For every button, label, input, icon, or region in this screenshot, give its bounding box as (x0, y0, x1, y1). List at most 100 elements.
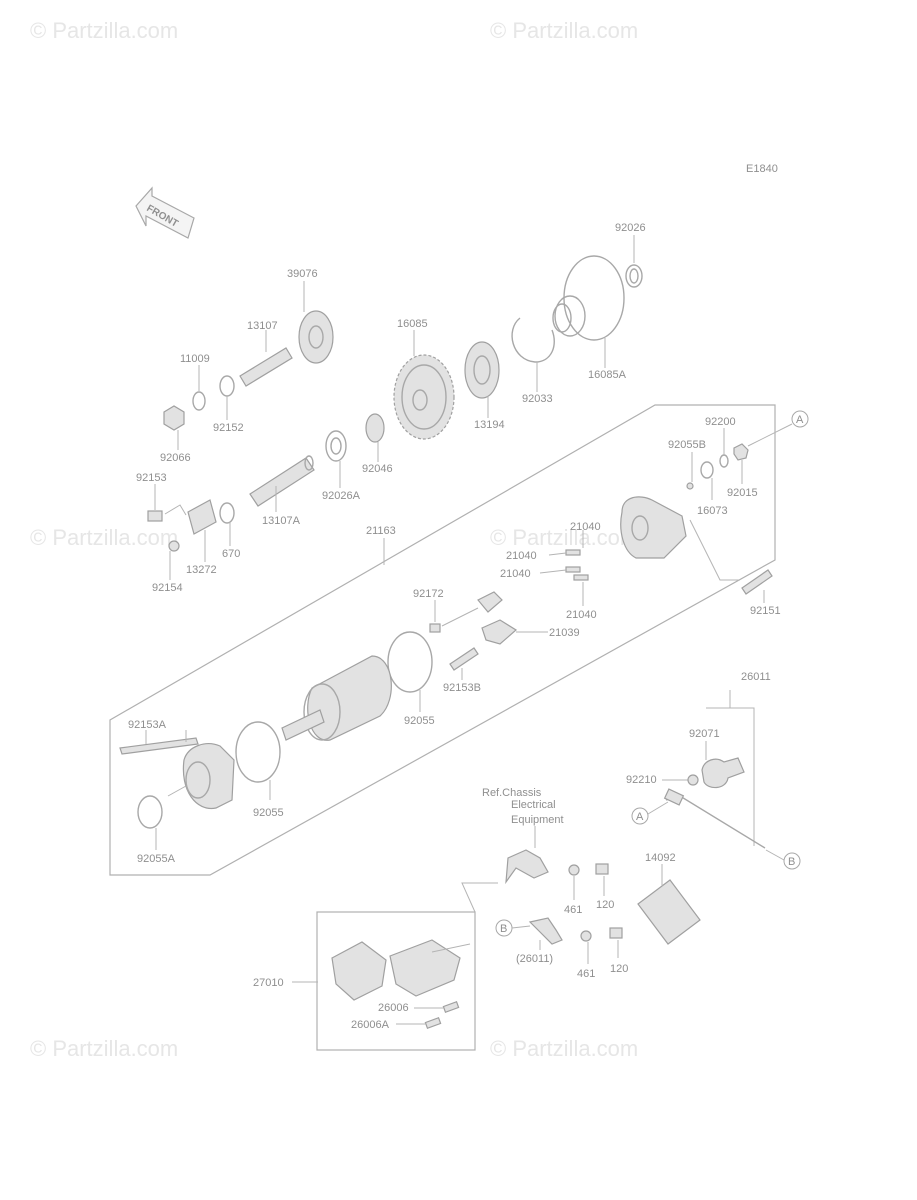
callout-a-label: A (636, 811, 644, 823)
part-label-92015: 92015 (727, 487, 758, 499)
plate-13272 (187, 499, 217, 535)
part-label-92172: 92172 (413, 588, 444, 600)
snap-ring-92033 (511, 317, 555, 363)
leader-line (548, 552, 567, 556)
part-label-120: 120 (596, 899, 614, 911)
part-label-13194: 13194 (474, 419, 505, 431)
callout-b-icon (783, 852, 801, 870)
leader-line (441, 607, 479, 627)
washer-92026A (325, 430, 347, 462)
part-label-13272: 13272 (186, 564, 217, 576)
gear-housing-bore (552, 303, 572, 333)
washer-461 (568, 864, 580, 876)
part-label-92055: 92055 (253, 807, 284, 819)
callout-b-label: B (788, 856, 795, 868)
ref-note-line: Ref.Chassis (482, 787, 542, 799)
leader-line (164, 504, 187, 516)
callout-a-label: A (796, 414, 804, 426)
leader-line (689, 519, 740, 581)
shaft-13107A-end (304, 455, 314, 471)
shaft-13107A (249, 457, 315, 507)
part-label-92153B: 92153B (443, 682, 481, 694)
leader-line (461, 882, 498, 913)
part-label-92055: 92055 (404, 715, 435, 727)
oring-92055B (686, 482, 694, 490)
gasket-11009 (192, 391, 206, 411)
brush-holder-21039 (477, 591, 518, 645)
part-label-670: 670 (222, 548, 240, 560)
gear-16085-web (401, 364, 447, 430)
part-label-92154: 92154 (152, 582, 183, 594)
leader-line (539, 569, 567, 574)
leader-line (765, 849, 785, 861)
bolt-120 (609, 927, 623, 939)
part-label-13107: 13107 (247, 320, 278, 332)
watermarks: © Partzilla.com © Partzilla.com © Partzi… (30, 18, 638, 1061)
part-label-21039: 21039 (549, 627, 580, 639)
oring-92055A (137, 795, 163, 829)
watermark: © Partzilla.com (490, 1036, 638, 1061)
diagram-code: E1840 (746, 163, 778, 175)
starter-relay-27010 (331, 939, 471, 1001)
fuse-26006A (424, 1017, 442, 1029)
callout-b-label: B (500, 923, 507, 935)
end-cover-boss (631, 515, 649, 541)
brush-21040 (565, 549, 581, 556)
end-cover (620, 496, 687, 559)
leader-line (747, 423, 793, 447)
clutch-bore (473, 355, 491, 385)
oring-92055 (387, 631, 433, 693)
bolt-92153A (119, 737, 199, 755)
armature-yoke (281, 655, 392, 741)
part-label-461: 461 (564, 904, 582, 916)
part-label-16085: 16085 (397, 318, 428, 330)
bolt-92154 (168, 540, 180, 552)
part-label-92200: 92200 (705, 416, 736, 428)
part-label-92026: 92026 (615, 222, 646, 234)
part-label-92055A: 92055A (137, 853, 176, 865)
part-label-461: 461 (577, 968, 595, 980)
nut-92210 (687, 774, 699, 786)
ref-note-line: Electrical (511, 799, 556, 811)
washer-92152 (219, 375, 235, 397)
watermark: © Partzilla.com (490, 525, 638, 550)
oring-670 (219, 502, 235, 524)
front-arrow-icon: FRONT (135, 186, 195, 239)
bolt-92153 (147, 510, 163, 522)
washer-92200 (719, 454, 729, 468)
washer-461 (580, 930, 592, 942)
fuse-26006 (442, 1001, 460, 1013)
brush-21040 (565, 566, 581, 573)
part-label-92071: 92071 (689, 728, 720, 740)
relay-group-frame (316, 911, 476, 1051)
seal-92026 (625, 264, 643, 288)
part-label-92153A: 92153A (128, 719, 167, 731)
part-label-26011: (26011) (516, 953, 553, 965)
seal-92026-inner (629, 268, 639, 284)
cable-terminal (663, 788, 685, 806)
gear-39076-hub (308, 325, 324, 349)
shaft-13107 (239, 347, 293, 387)
part-label-92046: 92046 (362, 463, 393, 475)
part-label-11009: 11009 (180, 353, 210, 365)
part-label-27010: 27010 (253, 977, 284, 989)
gear-housing-16085A (563, 255, 625, 341)
part-label-92033: 92033 (522, 393, 553, 405)
callout-b-icon (495, 919, 513, 937)
cover-14092 (637, 879, 701, 945)
washer-92026A-hole (330, 437, 342, 455)
watermark: © Partzilla.com (30, 1036, 178, 1061)
part-label-26006A: 26006A (351, 1019, 390, 1031)
brush-21040 (573, 574, 589, 581)
ref-note-line: Equipment (511, 814, 564, 826)
clutch-13194 (464, 341, 500, 399)
gear-16085-bore (412, 389, 428, 411)
watermark: © Partzilla.com (30, 525, 178, 550)
part-label-92210: 92210 (626, 774, 657, 786)
part-label-92066: 92066 (160, 452, 191, 464)
screw-92172 (429, 623, 441, 633)
bolt-92153B (449, 647, 479, 671)
leader-line (511, 925, 531, 929)
part-label-21040: 21040 (500, 568, 531, 580)
